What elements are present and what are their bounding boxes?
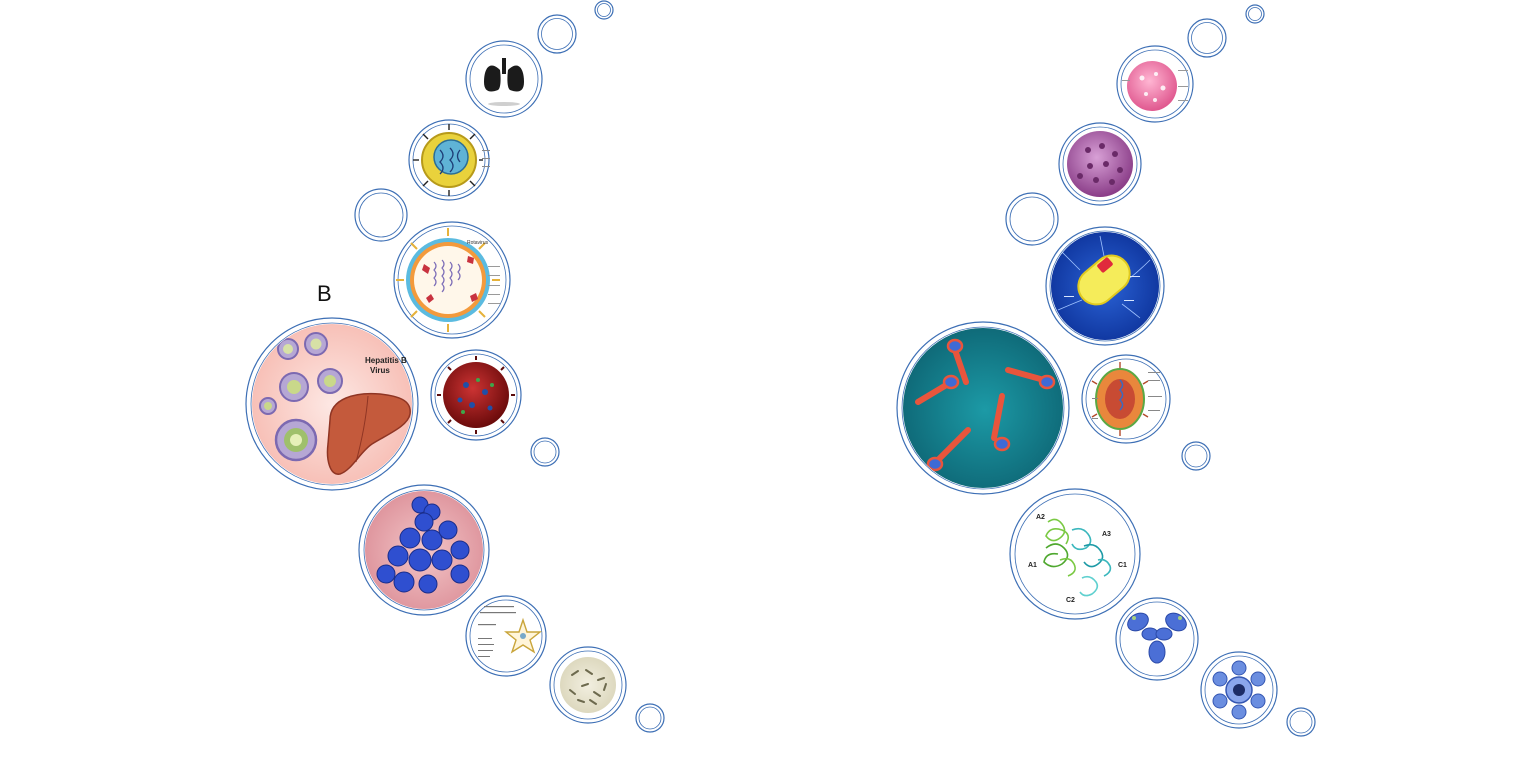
- protein-structure-bubble: A2 A3 A1 C1 C2: [1009, 488, 1141, 620]
- domain-label: A3: [1102, 531, 1111, 538]
- empty-bubble: [1245, 4, 1265, 24]
- rotavirus-title: Rotavirus: [467, 240, 489, 246]
- coronavirus-bubble: [430, 349, 522, 441]
- empty-bubble: [1187, 18, 1227, 58]
- diagram-card-bubble: [465, 595, 547, 677]
- clostridium-bubble: [896, 321, 1070, 495]
- purple-virus-bubble: [1058, 122, 1142, 206]
- virus-label: Virus: [370, 366, 390, 375]
- panel-label: B: [317, 281, 332, 306]
- domain-label: A2: [1036, 514, 1045, 521]
- lungs-icon: [484, 58, 524, 92]
- domain-label: A1: [1028, 562, 1037, 569]
- virion: [277, 338, 299, 360]
- empty-bubble: [354, 188, 408, 242]
- antibody-icon: [1127, 612, 1187, 664]
- hepatitis-b-virus-bubble: Hepatitis B Virus: [245, 317, 419, 491]
- empty-bubble: [1286, 707, 1316, 737]
- virion: [274, 418, 318, 462]
- virion: [279, 372, 309, 402]
- domain-label: C2: [1066, 597, 1075, 604]
- virion: [317, 368, 343, 394]
- empty-bubble: [530, 437, 560, 467]
- pink-virus-bubble: [1116, 45, 1194, 123]
- empty-bubble: [594, 0, 614, 20]
- virus-cross-section-bubble: [1081, 354, 1171, 444]
- influenza-virus-bubble: [408, 119, 490, 201]
- antibody-bubble: [1115, 597, 1199, 681]
- rotavirus-bubble: Rotavirus: [393, 221, 511, 339]
- empty-bubble: [1005, 192, 1059, 246]
- virion: [259, 397, 277, 415]
- empty-bubble: [537, 14, 577, 54]
- empty-bubble: [635, 703, 665, 733]
- bacterium-diagram-bubble: [1045, 226, 1165, 346]
- hepatitis-b-label: Hepatitis B: [365, 356, 407, 365]
- virion: [304, 332, 328, 356]
- lungs-bubble: [465, 40, 543, 118]
- empty-bubble: [1181, 441, 1211, 471]
- liver-icon: [326, 392, 411, 475]
- bacilli-bubble: [549, 646, 627, 724]
- protein-complex-bubble: [1200, 651, 1278, 729]
- staphylococcus-bubble: [358, 484, 490, 616]
- domain-label: C1: [1118, 562, 1127, 569]
